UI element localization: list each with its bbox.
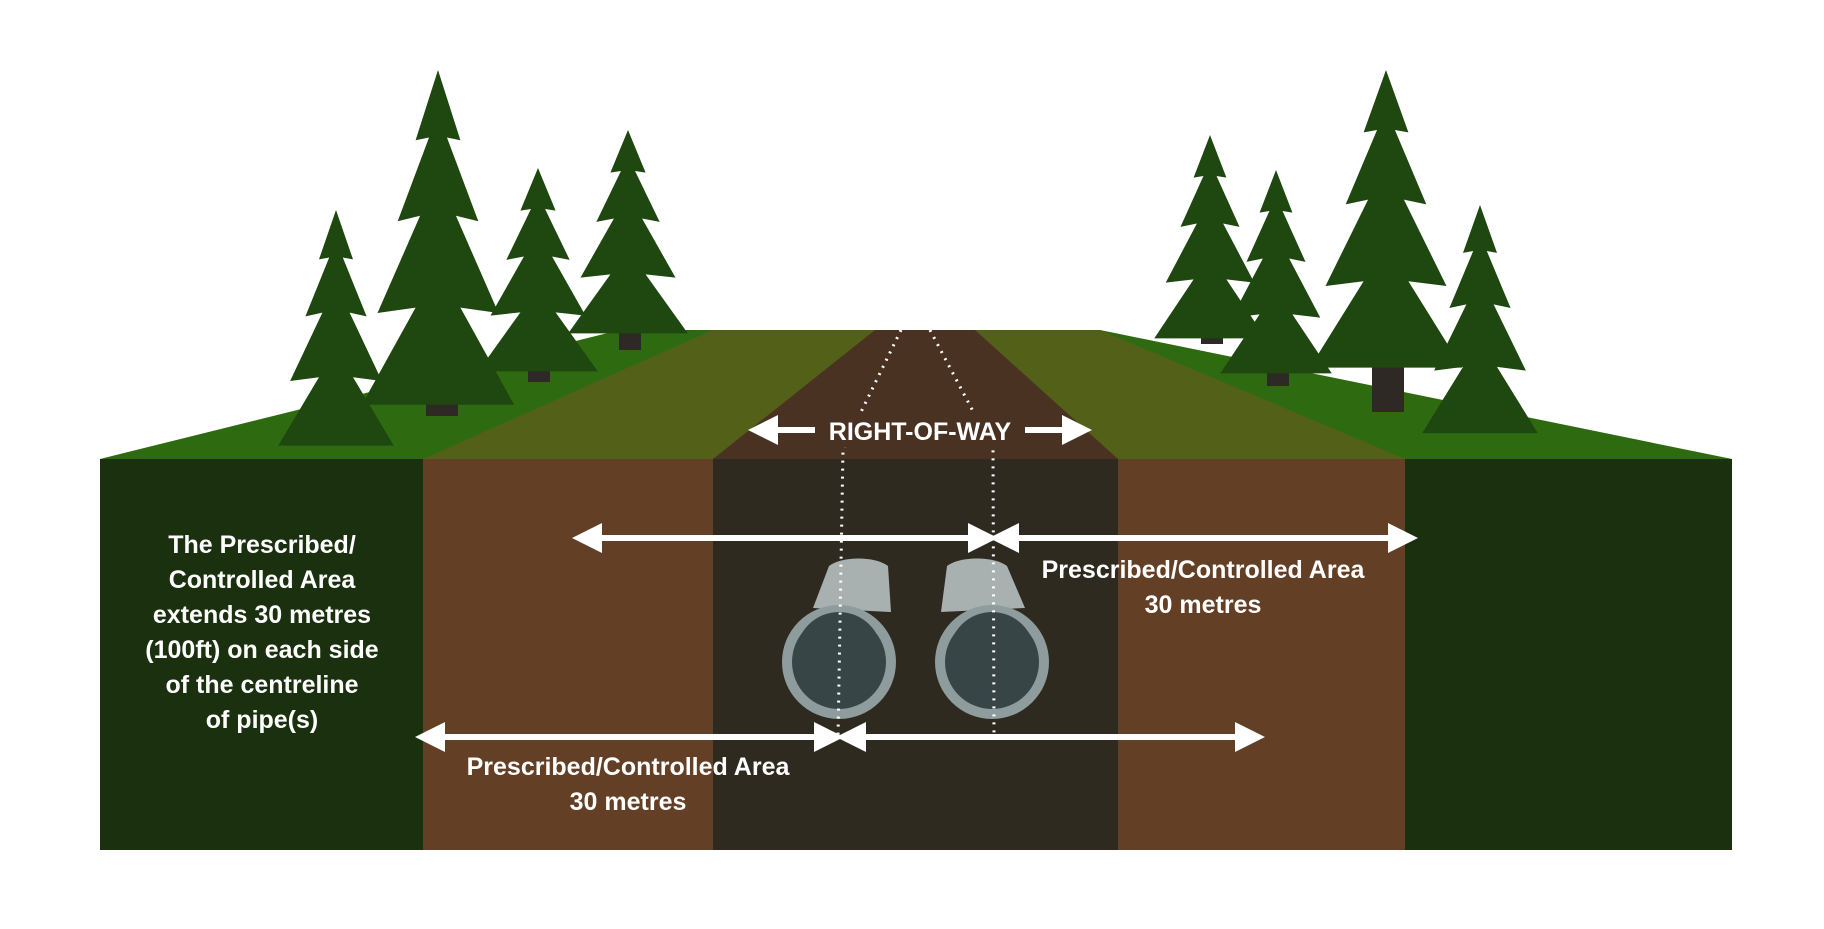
buffer-face-right	[1118, 459, 1405, 850]
side-note-line-6: of pipe(s)	[206, 706, 319, 734]
forest-face-left	[100, 459, 423, 850]
side-note-line-1: The Prescribed/	[168, 531, 356, 559]
side-note: The Prescribed/ Controlled Area extends …	[145, 531, 378, 734]
trees-left	[278, 70, 688, 446]
tree-icon	[1309, 70, 1463, 412]
side-note-line-3: extends 30 metres	[153, 601, 371, 629]
tree-icon	[361, 70, 515, 416]
side-note-line-4: (100ft) on each side	[145, 636, 378, 664]
side-note-line-5: of the centreline	[165, 671, 358, 699]
right-of-way-face	[713, 459, 1118, 850]
trees-right	[1154, 70, 1538, 434]
area-upper-title: Prescribed/Controlled Area	[1042, 556, 1366, 584]
area-upper-distance: 30 metres	[1145, 591, 1262, 619]
row-label-backing	[815, 413, 1025, 447]
tree-icon	[568, 130, 688, 350]
area-label-upper: Prescribed/Controlled Area 30 metres	[1042, 556, 1366, 619]
area-label-lower: Prescribed/Controlled Area 30 metres	[467, 753, 791, 816]
side-note-line-2: Controlled Area	[169, 566, 357, 594]
right-of-way-label: RIGHT-OF-WAY	[829, 418, 1012, 446]
forest-face-right	[1405, 459, 1732, 850]
tree-icon	[1422, 205, 1538, 434]
tree-icon	[278, 210, 394, 446]
tree-icon	[1154, 135, 1266, 344]
area-lower-distance: 30 metres	[570, 788, 687, 816]
tree-icon	[1220, 170, 1332, 386]
tree-icon	[478, 168, 598, 382]
pipe-icon	[935, 558, 1049, 719]
area-lower-title: Prescribed/Controlled Area	[467, 753, 791, 781]
